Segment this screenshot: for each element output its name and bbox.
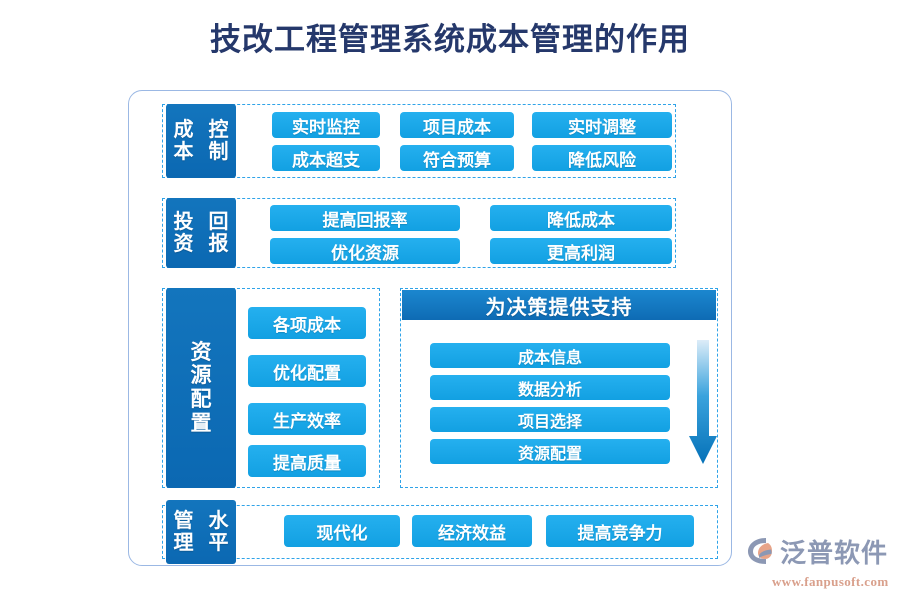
item-chengbenchaozhi[interactable]: 成本超支 xyxy=(272,145,380,171)
brand-url: www.fanpusoft.com xyxy=(772,574,889,589)
item-jingjixiaoyi[interactable]: 经济效益 xyxy=(412,515,532,547)
item-gexiangchengben[interactable]: 各项成本 xyxy=(248,307,366,339)
row-label-investment-return: 投资 回报 xyxy=(166,198,236,268)
row-label-cost-control: 成本 控制 xyxy=(166,104,236,178)
item-xiangmuchengben[interactable]: 项目成本 xyxy=(400,112,514,138)
item-youhuapeizhi[interactable]: 优化配置 xyxy=(248,355,366,387)
item-shishitiaozheng[interactable]: 实时调整 xyxy=(532,112,672,138)
brand-name: 泛普软件 xyxy=(780,538,889,568)
item-shengchanxiaolv[interactable]: 生产效率 xyxy=(248,403,366,435)
item-shishijiankong[interactable]: 实时监控 xyxy=(272,112,380,138)
row-label-line: 资 xyxy=(190,339,212,364)
item-tigaohuibaolv[interactable]: 提高回报率 xyxy=(270,205,460,231)
item-tigaozhiliang[interactable]: 提高质量 xyxy=(248,445,366,477)
decision-item-ziyuanpeizhi[interactable]: 资源配置 xyxy=(430,439,670,464)
decision-item-shujufenxi[interactable]: 数据分析 xyxy=(430,375,670,400)
row-label-line: 水平 xyxy=(208,509,229,554)
item-fuheyusuan[interactable]: 符合预算 xyxy=(400,145,514,171)
item-tigaojingzhengli[interactable]: 提高竞争力 xyxy=(546,515,694,547)
item-xiandaihua[interactable]: 现代化 xyxy=(284,515,400,547)
item-jiangdifengxian[interactable]: 降低风险 xyxy=(532,145,672,171)
page-title: 技改工程管理系统成本管理的作用 xyxy=(210,22,690,57)
decision-panel-header: 为决策提供支持 xyxy=(402,290,716,320)
row-label-line: 控制 xyxy=(208,118,229,163)
down-arrow-icon xyxy=(688,338,718,466)
item-youhuaziyuan[interactable]: 优化资源 xyxy=(270,238,460,264)
row-label-management-level: 管理 水平 xyxy=(166,500,236,564)
item-jiangdichengben[interactable]: 降低成本 xyxy=(490,205,672,231)
row-label-line: 投资 xyxy=(173,210,194,255)
row-label-line: 管理 xyxy=(173,509,194,554)
row-label-resource-allocation: 资 源 配 置 xyxy=(166,288,236,488)
row-label-line: 配 xyxy=(190,387,212,411)
brand-logo: 泛普软件 www.fanpusoft.com xyxy=(746,536,894,590)
decision-item-chengbenxinxi[interactable]: 成本信息 xyxy=(430,343,670,368)
item-genggaolirun[interactable]: 更高利润 xyxy=(490,238,672,264)
row-label-line: 置 xyxy=(190,410,212,435)
row-label-line: 回报 xyxy=(208,210,229,255)
row-label-line: 源 xyxy=(190,363,212,388)
row-label-line: 成本 xyxy=(173,118,194,163)
fanpu-logo-icon xyxy=(746,536,776,571)
decision-item-xiangmuxuanze[interactable]: 项目选择 xyxy=(430,407,670,432)
